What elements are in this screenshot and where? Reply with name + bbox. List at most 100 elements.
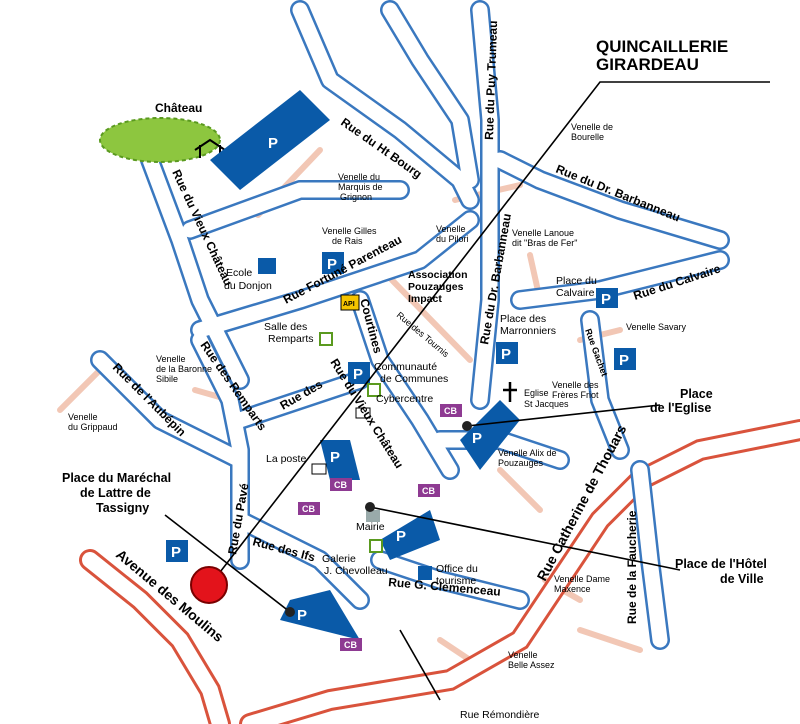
- place-marronniers-2: Marronniers: [500, 325, 556, 337]
- place-chateau: Château: [155, 101, 202, 115]
- place-association-2: Pouzauges: [408, 281, 464, 293]
- hall-icon: [319, 332, 333, 346]
- svg-text:Belle Assez: Belle Assez: [508, 660, 555, 670]
- school-icon: [258, 258, 276, 274]
- svg-text:Venelle de: Venelle de: [571, 122, 613, 132]
- parking-label-mairie: P: [396, 528, 406, 545]
- place-marronniers-1: Place des: [500, 313, 546, 325]
- place-poste: La poste: [266, 453, 306, 465]
- svg-text:de Rais: de Rais: [332, 236, 363, 246]
- street-faucherie: Rue de la Faucherie: [625, 510, 639, 624]
- place-calvaire-1: Place du: [556, 275, 597, 287]
- title-line1: QUINCAILLERIE: [596, 37, 728, 56]
- place-galerie-1: Galerie: [322, 553, 356, 565]
- mail-icon: [311, 463, 327, 475]
- svg-text:Venelle Alix de: Venelle Alix de: [498, 448, 557, 458]
- place-association-1: Association: [408, 269, 468, 281]
- leader-eglise: [466, 404, 661, 427]
- svg-text:Venelle: Venelle: [436, 224, 466, 234]
- callout-eglise-2: de l'Eglise: [650, 401, 711, 415]
- place-communaute-1: Communauté: [374, 361, 437, 373]
- place-calvaire-2: Calvaire: [556, 287, 595, 299]
- place-mairie: Mairie: [356, 521, 385, 533]
- callout-marechal-1: Place du Maréchal: [62, 471, 171, 485]
- parking-label-chateau: P: [268, 135, 278, 152]
- parking-area-chateau: [210, 90, 330, 190]
- parking-area-poste: [320, 440, 360, 480]
- svg-text:Pouzauges: Pouzauges: [498, 458, 544, 468]
- quincaillerie-marker[interactable]: [190, 566, 228, 604]
- leader-remondiere: [399, 629, 441, 701]
- svg-text:du Pilori: du Pilori: [436, 234, 469, 244]
- svg-text:Venelle Gilles: Venelle Gilles: [322, 226, 377, 236]
- place-eglise-stj-1: Eglise: [524, 388, 549, 398]
- parking-label-ifs: P: [297, 607, 307, 624]
- street-remondiere: Rue Rémondière: [460, 709, 540, 721]
- leader-marechal: [164, 514, 291, 613]
- callout-marechal-2: de Lattre de: [80, 486, 151, 500]
- parking-sign-donjon-label: P: [327, 256, 337, 273]
- svg-text:Venelle du: Venelle du: [338, 172, 380, 182]
- svg-text:Bourelle: Bourelle: [571, 132, 604, 142]
- svg-text:de la Baronne: de la Baronne: [156, 364, 212, 374]
- place-salle-2: Remparts: [268, 333, 314, 345]
- info-icon: [418, 566, 432, 580]
- callout-eglise-1: Place: [680, 387, 713, 401]
- svg-text:du Grippaud: du Grippaud: [68, 422, 118, 432]
- parking-sign-moulins-label: P: [171, 544, 181, 561]
- parking-sign-moulins: [166, 540, 188, 562]
- parking-signs: P P P P P P: [166, 252, 636, 562]
- parking-sign-gachet-label: P: [619, 352, 629, 369]
- place-eglise-stj-2: St Jacques: [524, 399, 569, 409]
- parking-area-eglise: [460, 400, 520, 470]
- chateau-trees: [99, 117, 226, 163]
- venelle-labels: Venelle de Bourelle Venelle du Marquis d…: [68, 122, 687, 670]
- parking-sign-communaute-label: P: [353, 366, 363, 383]
- api-icon-label: API: [343, 301, 355, 308]
- callout-hotel-2: de Ville: [720, 572, 764, 586]
- leader-lines: [164, 81, 770, 701]
- parking-sign-gachet: [614, 348, 636, 370]
- gallery-icon: [369, 539, 383, 553]
- marechal-point: [285, 607, 295, 617]
- svg-text:Venelle Dame: Venelle Dame: [554, 574, 610, 584]
- community-icon: [367, 383, 381, 397]
- svg-text:Venelle: Venelle: [156, 354, 186, 364]
- place-cybercentre: Cybercentre: [376, 393, 433, 405]
- svg-text:Frères Friot: Frères Friot: [552, 390, 599, 400]
- api-icon: [340, 294, 360, 311]
- place-salle-1: Salle des: [264, 321, 307, 333]
- cb-badge-pave: CB: [302, 504, 315, 514]
- computer-icon: [355, 407, 371, 419]
- svg-text:Venelle: Venelle: [508, 650, 538, 660]
- svg-text:Sibile: Sibile: [156, 374, 178, 384]
- callout-marechal-3: Tassigny: [96, 501, 149, 515]
- parking-labels: P P P P P: [268, 135, 482, 624]
- eglise-point: [462, 421, 472, 431]
- place-association-3: Impact: [408, 293, 442, 305]
- svg-text:Marquis de: Marquis de: [338, 182, 383, 192]
- streets: [90, 0, 730, 650]
- svg-text:Maxence: Maxence: [554, 584, 591, 594]
- place-ecole-2: du Donjon: [224, 280, 272, 292]
- leader-quincaillerie: [209, 81, 770, 586]
- parking-area-ifs: [280, 590, 360, 640]
- cb-badge-ifs: CB: [344, 640, 357, 650]
- town-hall-icon: [366, 510, 380, 522]
- svg-text:Grignon: Grignon: [340, 192, 372, 202]
- parking-label-eglise: P: [472, 430, 482, 447]
- parking-sign-calvaire: [596, 288, 618, 308]
- svg-text:Venelle: Venelle: [68, 412, 98, 422]
- svg-text:Venelle Savary: Venelle Savary: [626, 322, 687, 332]
- place-ecole-1: Ecole: [226, 267, 252, 279]
- svg-text:Venelle Lanoue: Venelle Lanoue: [512, 228, 574, 238]
- place-office-2: tourisme: [436, 575, 476, 587]
- parking-sign-communaute: [348, 362, 370, 384]
- cb-badges: CB CB CB CB CB: [298, 404, 462, 651]
- parking-label-poste: P: [330, 449, 340, 466]
- callout-hotel-1: Place de l'Hôtel: [675, 557, 767, 571]
- place-communaute-2: de Communes: [380, 373, 448, 385]
- hotel-point: [365, 502, 375, 512]
